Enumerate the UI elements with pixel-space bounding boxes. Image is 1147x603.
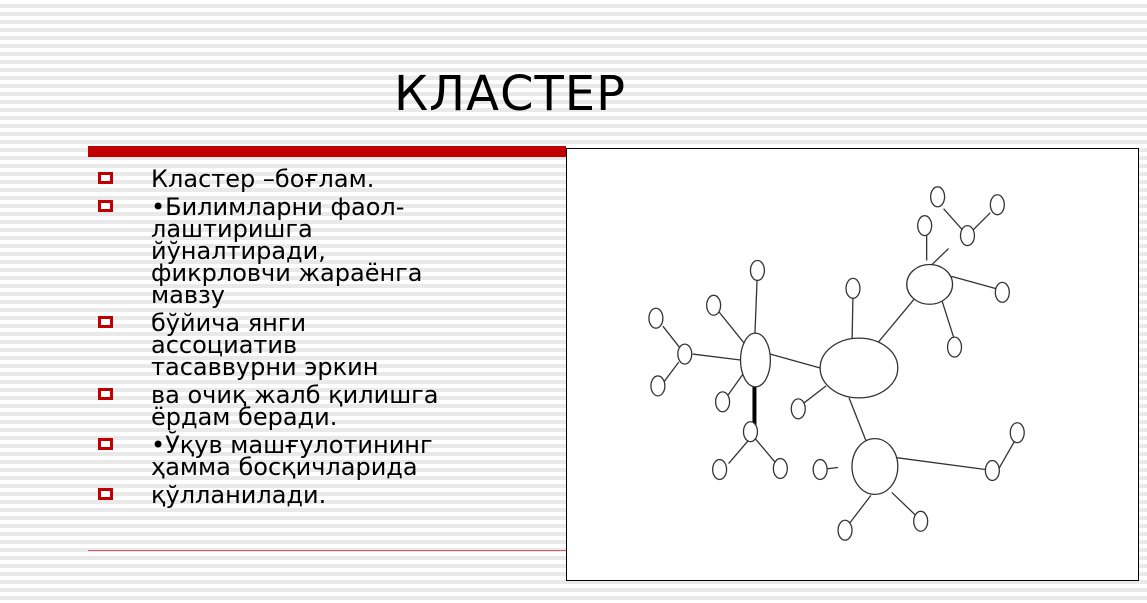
list-item: бўйича янги ассоциатив тасаввурни эркин bbox=[96, 308, 566, 381]
list-item: қўлланилади. bbox=[96, 480, 566, 509]
bullet-text: •Билимларни фаол- лаштиришга йўналтиради… bbox=[151, 193, 423, 309]
bullet-text: ва очиқ жалб қилишга ёрдам беради. bbox=[151, 381, 439, 431]
square-bullet-icon bbox=[98, 172, 113, 184]
list-item: •Ўқув машғулотининг ҳамма босқичларида bbox=[96, 430, 566, 481]
cluster-diagram-svg bbox=[648, 186, 1025, 541]
square-bullet-icon bbox=[98, 200, 113, 212]
title-underline-bar bbox=[88, 146, 566, 157]
bullet-text: •Ўқув машғулотининг ҳамма босқичларида bbox=[151, 431, 433, 481]
footer-divider-line bbox=[88, 550, 566, 551]
bullet-text: бўйича янги ассоциатив тасаввурни эркин bbox=[151, 309, 379, 381]
cluster-diagram bbox=[566, 148, 1139, 581]
square-bullet-icon bbox=[98, 488, 113, 500]
bullet-text: Кластер –боғлам. bbox=[151, 165, 375, 193]
square-bullet-icon bbox=[98, 388, 113, 400]
square-bullet-icon bbox=[98, 316, 113, 328]
slide-title: КЛАСТЕР bbox=[393, 66, 627, 122]
bullet-list: Кластер –боғлам. •Билимларни фаол- лашти… bbox=[96, 164, 566, 508]
list-item: Кластер –боғлам. bbox=[96, 164, 566, 193]
list-item: ва очиқ жалб қилишга ёрдам беради. bbox=[96, 380, 566, 431]
bullet-text: қўлланилади. bbox=[151, 481, 327, 509]
square-bullet-icon bbox=[98, 438, 113, 450]
list-item: •Билимларни фаол- лаштиришга йўналтиради… bbox=[96, 192, 566, 309]
